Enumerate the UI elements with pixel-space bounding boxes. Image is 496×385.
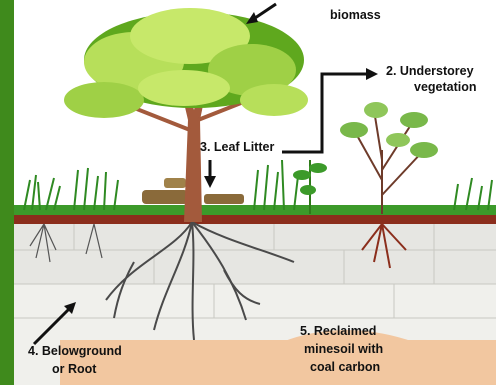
reclaimed-label-line1: 5. Reclaimed <box>300 324 376 339</box>
understorey-label-line2: vegetation <box>414 80 477 95</box>
shrub <box>340 102 438 214</box>
biomass-label: biomass <box>330 8 381 23</box>
belowground-label-line2: or Root <box>52 362 96 377</box>
leaf-litter-label: 3. Leaf Litter <box>200 140 274 155</box>
diagram-canvas: biomass 2. Understorey vegetation 3. Lea… <box>14 0 496 385</box>
understorey-label-line1: 2. Understorey <box>386 64 474 79</box>
belowground-label-line1: 4. Belowground <box>28 344 122 359</box>
grass-clumps <box>24 160 492 210</box>
ecosystem-illustration <box>14 0 496 385</box>
reclaimed-minesoil-band <box>60 340 496 385</box>
reclaimed-label-line3: coal carbon <box>310 360 380 375</box>
arrow-understorey <box>282 74 370 152</box>
tree-canopy <box>64 8 308 118</box>
reclaimed-label-line2: minesoil with <box>304 342 383 357</box>
litter-layer <box>14 214 496 224</box>
